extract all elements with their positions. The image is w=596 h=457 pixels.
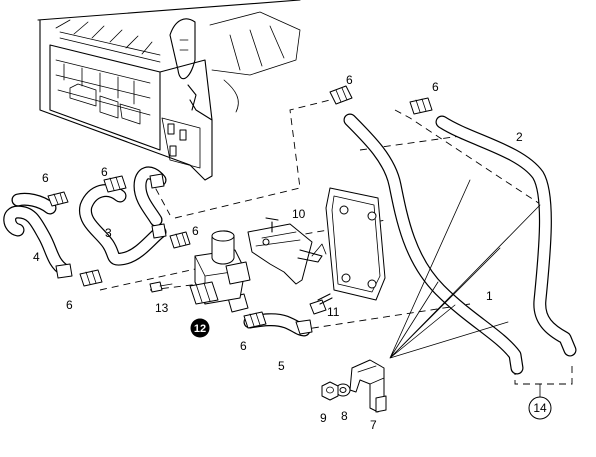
callout-14: 14 [533, 401, 547, 415]
callout-12-badge: 12 [190, 318, 210, 338]
callout-labels: 1 2 3 4 5 6 6 6 6 6 6 6 7 8 9 10 11 13 1… [33, 73, 552, 432]
control-valve [189, 230, 251, 305]
callout-6-bottom: 6 [240, 339, 247, 353]
callout-6-left-lower: 6 [66, 298, 73, 312]
callout-6-left-upper: 6 [42, 171, 49, 185]
hose-3 [78, 166, 167, 266]
callout-6-top-right: 6 [432, 80, 439, 94]
gasket-plate [325, 187, 386, 301]
nut-9 [321, 381, 339, 401]
callout-8: 8 [341, 409, 348, 423]
callout-11: 11 [327, 305, 340, 319]
callout-4: 4 [33, 250, 40, 264]
hose-1 [343, 113, 524, 375]
callout-1: 1 [486, 289, 493, 303]
leader-fan [389, 179, 541, 399]
callout-3: 3 [105, 226, 112, 240]
callout-5: 5 [278, 359, 285, 373]
callout-14-badge: 14 [528, 396, 552, 420]
callout-6-center: 6 [192, 224, 199, 238]
callout-13: 13 [155, 301, 169, 315]
callout-6-left-mid: 6 [101, 165, 108, 179]
callout-9: 9 [320, 411, 327, 425]
callout-12: 12 [194, 323, 206, 335]
hose-clamps [47, 85, 433, 335]
callout-6-top-center: 6 [346, 73, 353, 87]
hose-4 [3, 192, 71, 277]
bracket-7 [349, 359, 387, 413]
hose-2 [435, 115, 577, 357]
bracket-actuator [247, 217, 327, 285]
screw-13 [149, 281, 173, 293]
callout-10: 10 [292, 207, 306, 221]
screw-11 [309, 293, 333, 315]
callout-2: 2 [516, 130, 523, 144]
heater-housing [37, 0, 301, 181]
callout-7: 7 [370, 418, 377, 432]
